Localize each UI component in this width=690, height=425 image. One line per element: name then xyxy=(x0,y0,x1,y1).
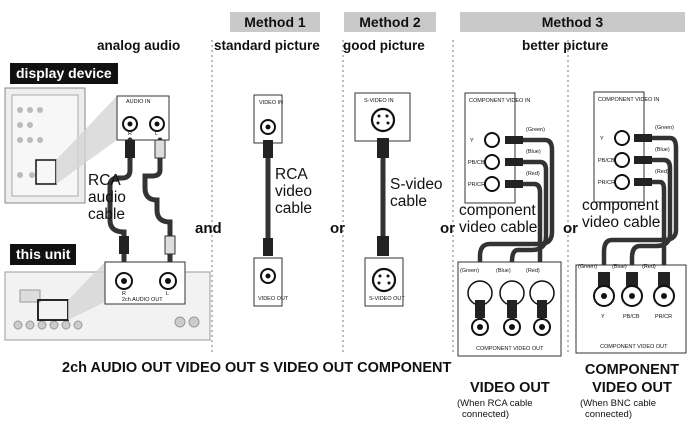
video-out-label: VIDEO OUT xyxy=(470,380,550,396)
jack-label-video-in: VIDEO IN xyxy=(259,100,283,106)
cable-color-red-1: (Red) xyxy=(526,171,540,177)
jack-label-pb-3: PB/CB xyxy=(623,314,640,320)
analog-audio-heading: analog audio xyxy=(97,38,180,53)
jack-label-pr-2: PR/CR xyxy=(598,180,615,186)
rca-audio-cable-label: RCA audio cable xyxy=(88,172,126,223)
jack-label-l-bottom: L xyxy=(166,291,169,297)
method2-header: Method 2 xyxy=(344,12,436,32)
jack-label-svideo-out: S-VIDEO OUT xyxy=(369,296,405,302)
or-connector-2: or xyxy=(440,220,455,237)
jack-label-component-in-1: COMPONENT VIDEO IN xyxy=(469,98,530,104)
method3-header: Method 3 xyxy=(460,12,685,32)
component-video-cable-label-2: component video cable xyxy=(582,197,660,231)
jack-label-y-1: Y xyxy=(470,138,474,144)
and-connector: and xyxy=(195,220,222,237)
method1-header: Method 1 xyxy=(230,12,320,32)
component-video-cable-label-1: component video cable xyxy=(459,202,537,236)
cable-color-blue-1: (Blue) xyxy=(526,149,541,155)
bnc-cable-note: (When BNC cable connected) xyxy=(580,398,656,420)
display-device-tag: display device xyxy=(10,63,118,84)
this-unit-panel xyxy=(5,262,210,340)
cable-color-green-1: (Green) xyxy=(526,127,545,133)
rca-cable-note: (When RCA cable connected) xyxy=(457,398,533,420)
jack-label-y-3: Y xyxy=(601,314,605,320)
rca-video-cable-label: RCA video cable xyxy=(275,166,312,217)
cable-color-green-3: (Green) xyxy=(460,268,479,274)
jack-label-pb-1: PB/CB xyxy=(468,160,485,166)
better-picture-heading: better picture xyxy=(522,38,608,53)
cable-color-green-4: (Green) xyxy=(578,264,597,270)
jack-label-r-top: R xyxy=(128,131,132,137)
this-unit-tag: this unit xyxy=(10,244,76,265)
jack-label-svideo-in: S-VIDEO IN xyxy=(364,98,394,104)
cable-color-green-2: (Green) xyxy=(655,125,674,131)
svideo-cable-label: S-video cable xyxy=(390,176,443,210)
jack-label-component-in-2: COMPONENT VIDEO IN xyxy=(598,97,659,103)
jack-label-y-2: Y xyxy=(600,136,604,142)
jack-label-pb-2: PB/CB xyxy=(598,158,615,164)
jack-label-pr-1: PR/CR xyxy=(468,182,485,188)
jack-label-video-out: VIDEO OUT xyxy=(258,296,289,302)
jack-label-audio-in: AUDIO IN xyxy=(126,99,150,105)
cable-color-red-4: (Red) xyxy=(642,264,656,270)
good-picture-heading: good picture xyxy=(343,38,425,53)
jack-label-audio-out: 2ch AUDIO OUT xyxy=(122,297,163,303)
or-connector-1: or xyxy=(330,220,345,237)
or-connector-3: or xyxy=(563,220,578,237)
bottom-output-labels: 2ch AUDIO OUT VIDEO OUT S VIDEO OUT COMP… xyxy=(62,360,451,376)
jack-label-l-top: L xyxy=(155,131,158,137)
standard-picture-heading: standard picture xyxy=(214,38,320,53)
component-video-out-label: COMPONENT VIDEO OUT xyxy=(582,361,682,397)
cable-color-blue-2: (Blue) xyxy=(655,147,670,153)
cable-color-red-2: (Red) xyxy=(655,169,669,175)
jack-label-component-out-1: COMPONENT VIDEO OUT xyxy=(476,346,544,352)
cable-color-blue-4: (Blue) xyxy=(612,264,627,270)
jack-label-pr-3: PR/CR xyxy=(655,314,672,320)
cable-color-red-3: (Red) xyxy=(526,268,540,274)
jack-label-component-out-2: COMPONENT VIDEO OUT xyxy=(600,344,668,350)
cable-color-blue-3: (Blue) xyxy=(496,268,511,274)
